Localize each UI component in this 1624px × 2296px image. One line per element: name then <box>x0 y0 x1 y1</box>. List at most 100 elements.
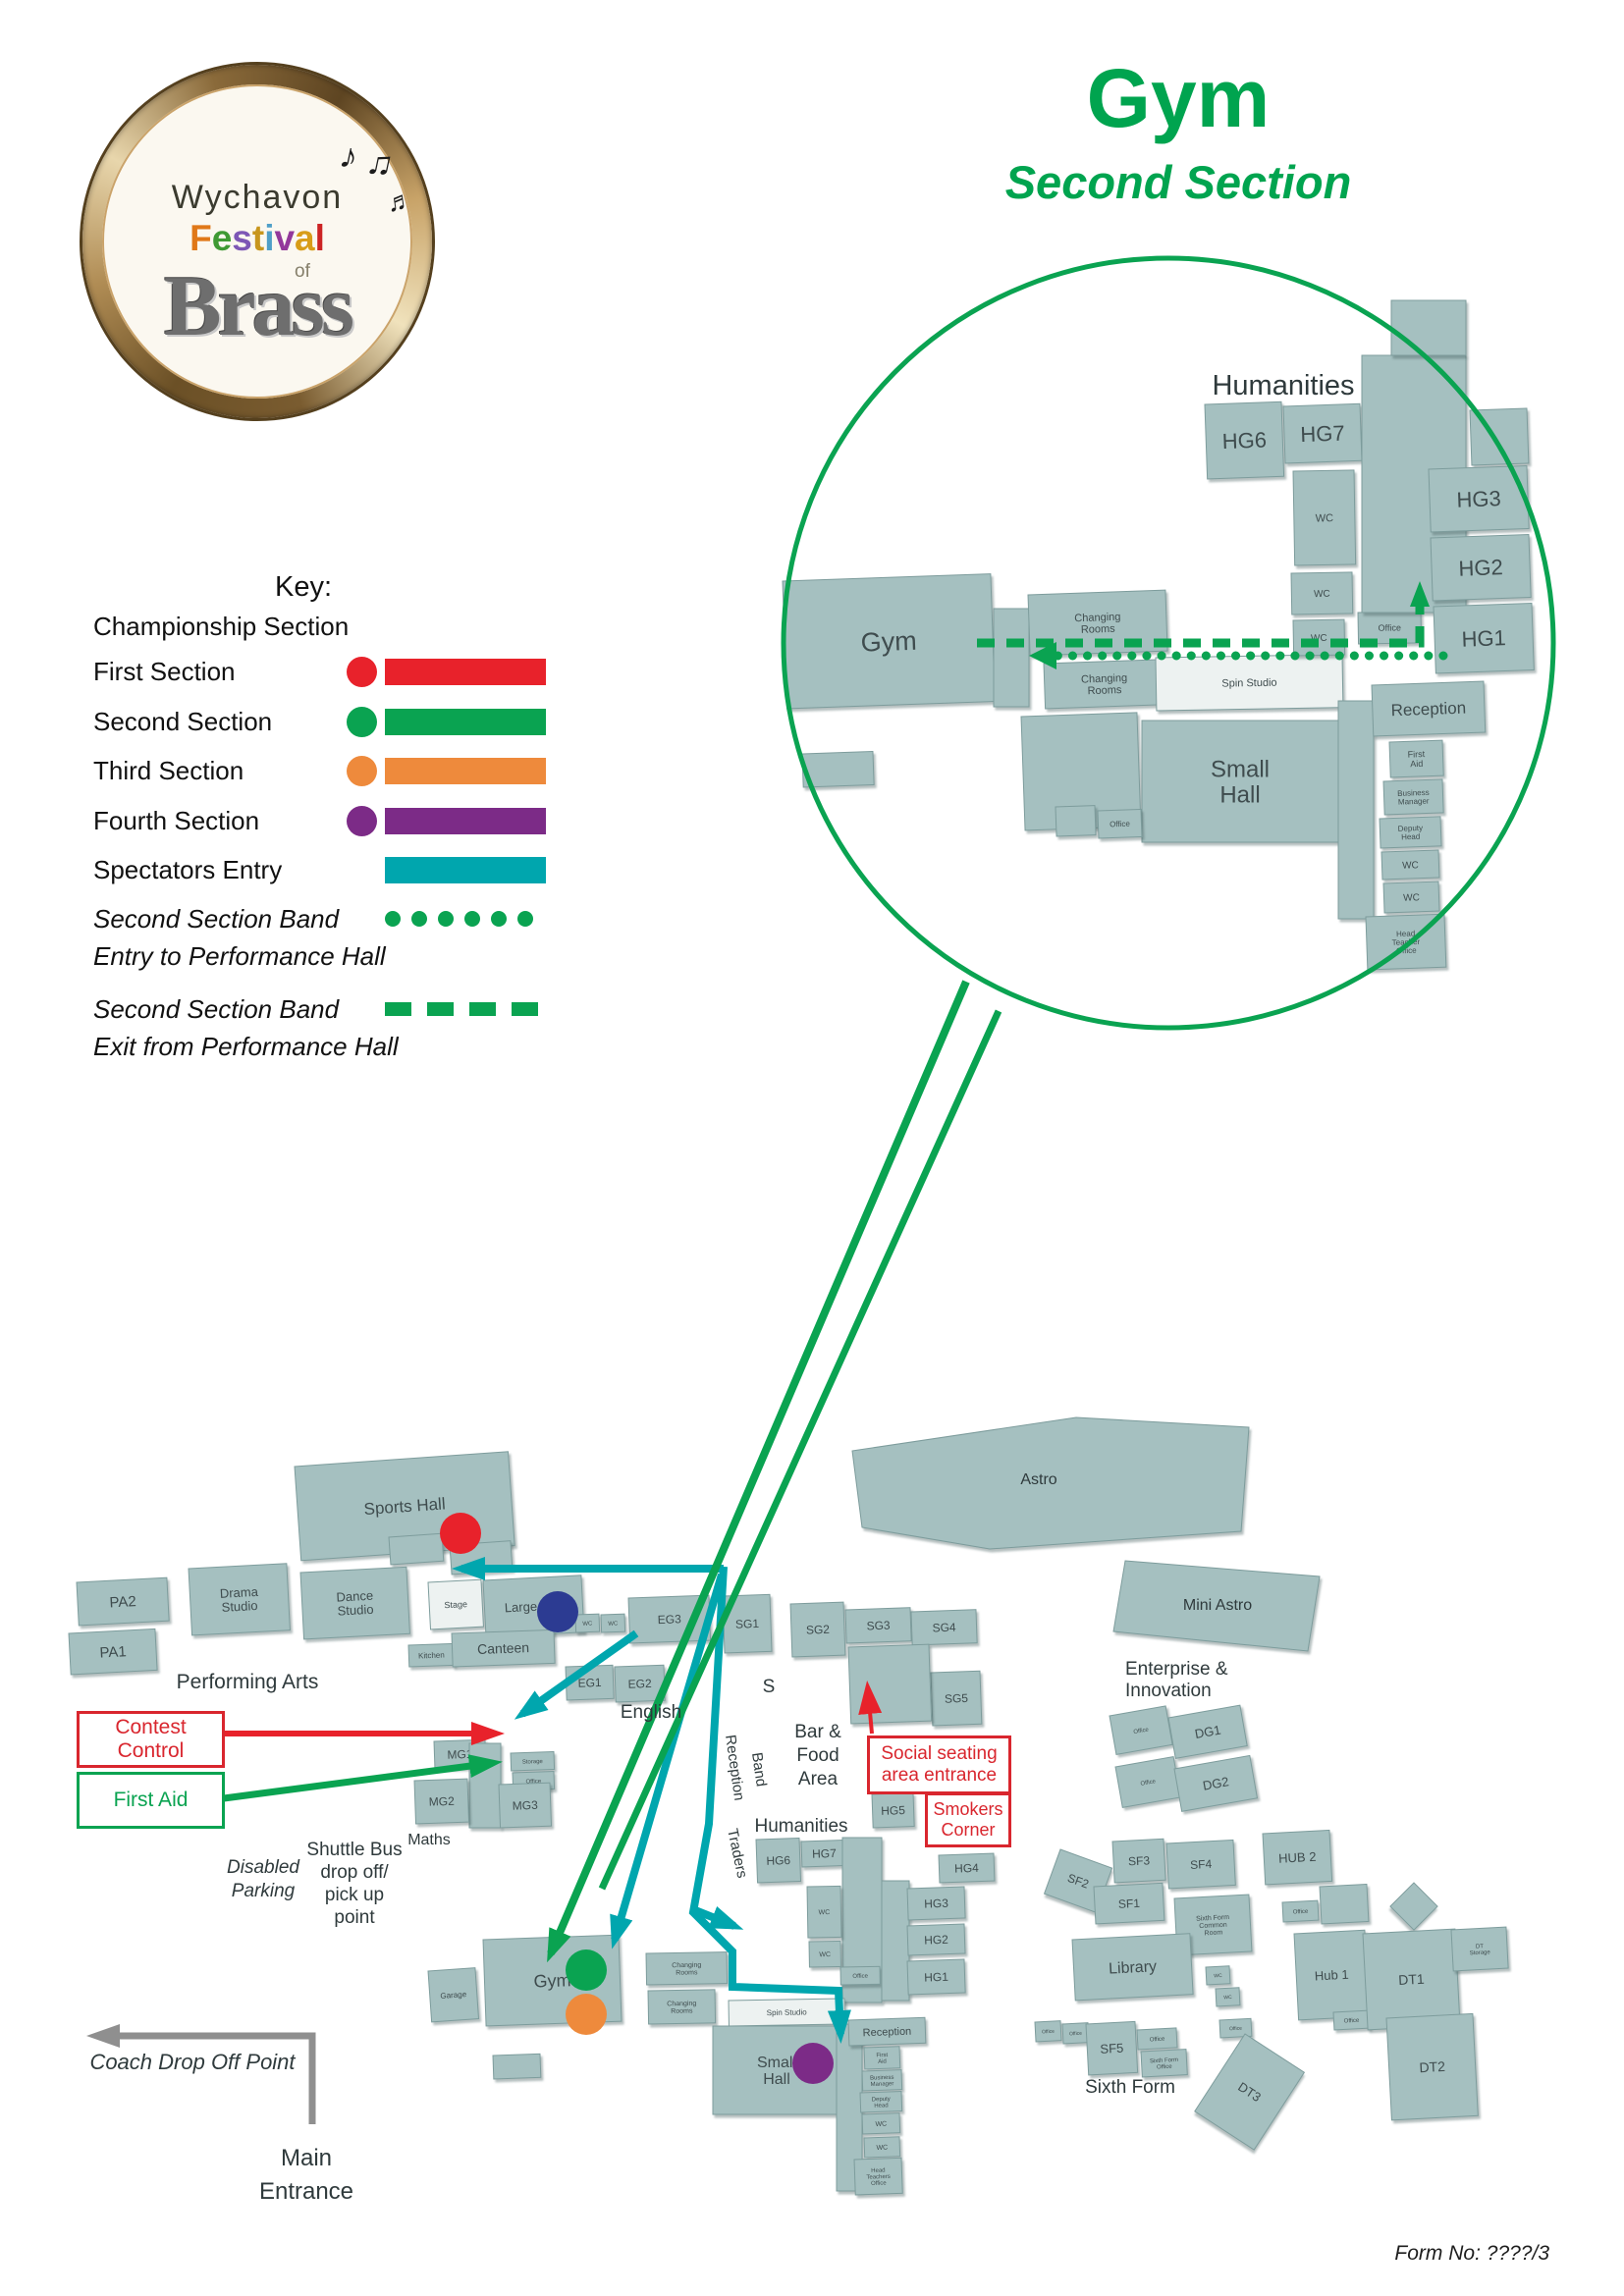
site-route-3 <box>693 1905 744 1930</box>
building-label: SF3 <box>1128 1853 1151 1868</box>
key-row-label: Third Section <box>93 756 244 785</box>
building-label: Gym <box>533 1970 571 1991</box>
building-business-manager: BusinessManager <box>1382 778 1444 816</box>
building-label: SF4 <box>1190 1857 1213 1872</box>
building-dt1: DT1 <box>1362 1928 1461 2031</box>
building-label: Office <box>1140 1779 1157 1788</box>
building-label: WC <box>1214 1973 1222 1979</box>
building-gym: Gym <box>782 573 996 710</box>
page-subtitle: Second Section <box>1004 156 1352 208</box>
site-route-9 <box>858 1681 883 1735</box>
festival-logo: Wychavon Festival of Brass ♪ ♫ ♬ <box>82 65 432 418</box>
building-label: Spin Studio <box>767 2007 808 2017</box>
building-label: BusinessManager <box>1397 788 1430 807</box>
building-hub-1: Hub 1 <box>1293 1929 1371 2021</box>
building-hg1: HG1 <box>1433 602 1535 674</box>
building-label: SF1 <box>1118 1896 1141 1911</box>
building-label: Office <box>1133 1727 1150 1735</box>
key-bar-swatch <box>385 808 546 834</box>
key-dot-swatch <box>347 657 377 687</box>
logo-inner: Wychavon Festival of Brass ♪ ♫ ♬ <box>102 84 415 399</box>
building-sf3: SF3 <box>1111 1838 1166 1884</box>
building-label: Garage <box>440 1990 467 2001</box>
form-number: Form No: ????/3 <box>1394 2242 1549 2265</box>
building-office: Office <box>839 1965 881 1986</box>
building-office: Office <box>1218 2017 1253 2039</box>
site-route-8 <box>223 1754 503 1802</box>
building-wc: WC <box>1380 849 1440 881</box>
key-bar-swatch <box>385 709 546 735</box>
map-label-performing-arts: Performing Arts <box>177 1671 319 1693</box>
key-dashed-route-swatch <box>385 1002 557 1016</box>
key-row-label: Fourth Section <box>93 806 260 835</box>
building-label: Gym <box>860 626 917 658</box>
key-row-label: Second Section Band <box>93 994 340 1024</box>
site-route-10 <box>86 2024 316 2124</box>
building-changing-rooms: ChangingRooms <box>645 1951 729 1986</box>
building-office: Office <box>1114 1756 1181 1808</box>
building-label: WC <box>1402 860 1419 872</box>
site-route-1 <box>688 1566 851 2044</box>
key-row-label: Spectators Entry <box>93 855 283 884</box>
building-deputy-head: DeputyHead <box>859 2091 903 2113</box>
map-label-traders: Traders <box>724 1827 750 1880</box>
building-pa2: PA2 <box>76 1576 170 1627</box>
building-dt3: DT3 <box>1194 2033 1306 2151</box>
site-dots <box>440 1513 834 2084</box>
building-pa1: PA1 <box>68 1628 158 1676</box>
building-office: Office <box>1136 2027 1178 2051</box>
building-label: HG2 <box>1458 555 1503 581</box>
building-label: HG3 <box>1456 486 1501 512</box>
key-bar-swatch <box>385 857 546 883</box>
smokers-corner-label: Smokers Corner <box>925 1792 1011 1847</box>
building-block <box>492 2053 542 2080</box>
building-label: WC <box>1223 1995 1232 2001</box>
building-block <box>1390 299 1467 356</box>
map-label-band: Band <box>748 1751 770 1788</box>
building-label: SG2 <box>806 1623 831 1637</box>
inset-route-arrowhead-0 <box>1410 581 1430 607</box>
building-office: Office <box>1332 2009 1371 2031</box>
building-label: HG6 <box>1221 428 1267 454</box>
key-row-third-section: Third Section <box>93 755 565 786</box>
building-wc: WC <box>808 1940 841 1968</box>
building-label: DanceStudio <box>336 1588 374 1619</box>
building-changing-rooms: ChangingRooms <box>1043 659 1166 710</box>
logo-wychavon: Wychavon <box>171 179 344 216</box>
contest-control-label: Contest Control <box>77 1711 225 1768</box>
building-label: Reception <box>862 2026 911 2040</box>
page-title: Gym <box>1086 52 1271 144</box>
building-label: HG7 <box>1300 421 1345 448</box>
building-label: EG2 <box>627 1677 652 1691</box>
building-reception: Reception <box>1371 680 1487 737</box>
building-label: DG1 <box>1194 1723 1222 1741</box>
building-label: Office <box>1150 2037 1166 2044</box>
building-block <box>1319 1883 1370 1925</box>
building-reception: Reception <box>847 2016 927 2047</box>
building-label: DeputyHead <box>872 2097 891 2109</box>
building-block <box>847 1643 933 1725</box>
building-hg6: HG6 <box>1204 400 1285 480</box>
building-block <box>801 750 875 788</box>
building-business-manager: BusinessManager <box>861 2069 903 2092</box>
building-label: HeadTeachersOffice <box>866 2167 891 2187</box>
building-label: BusinessManager <box>870 2075 894 2088</box>
building-label: Stage <box>444 1599 467 1610</box>
third-section-dot <box>566 1994 607 2035</box>
key-row-label: Second Section <box>93 707 273 736</box>
building-first-aid: FirstAid <box>863 2046 901 2070</box>
building-sixth-form-common-room: Sixth FormCommonRoom <box>1173 1894 1253 1956</box>
building-label: Office <box>1069 2031 1082 2038</box>
building-label: Office <box>1042 2029 1055 2036</box>
building-mg3: MG3 <box>498 1782 553 1829</box>
key-dot-swatch <box>347 707 377 737</box>
building-label: Office <box>852 1974 868 1980</box>
building-label: Office <box>1344 2018 1361 2025</box>
building-block <box>468 1742 502 1829</box>
building-storage: Storage <box>510 1750 556 1772</box>
key-row-label-2: Entry to Performance Hall <box>93 941 386 971</box>
